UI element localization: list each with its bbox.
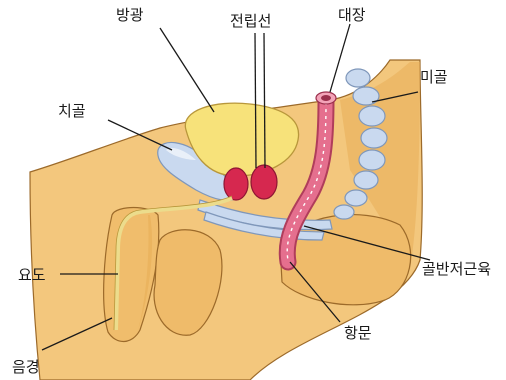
- label-anus: 항문: [344, 324, 372, 342]
- label-bladder: 방광: [116, 6, 144, 24]
- label-pubic-bone: 치골: [58, 102, 86, 120]
- label-penis: 음경: [12, 358, 40, 376]
- label-coccyx: 미골: [420, 68, 448, 86]
- label-colon: 대장: [338, 6, 366, 24]
- label-prostate: 전립선: [230, 12, 271, 30]
- label-urethra: 요도: [18, 266, 46, 284]
- label-pelvic-floor-muscle: 골반저근육: [422, 260, 491, 278]
